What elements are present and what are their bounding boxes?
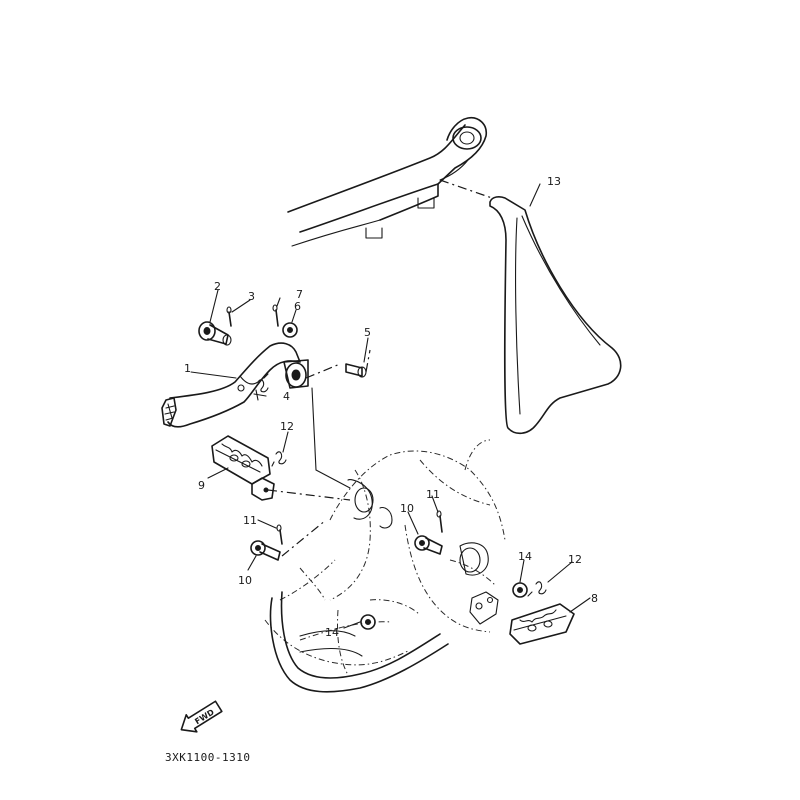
lower-frame-tube [269, 591, 449, 693]
footrest-right [509, 603, 575, 645]
callout-9: 9 [198, 479, 205, 492]
cotter-pin-7 [272, 304, 279, 327]
callout-11-right: 11 [426, 488, 440, 501]
cotter-pin-11-left [276, 524, 283, 545]
side-stand [439, 179, 622, 435]
callout-3: 3 [248, 290, 255, 303]
leader-lines [190, 183, 591, 629]
callout-4: 4 [283, 390, 290, 403]
cotter-pin-3 [226, 306, 232, 327]
callout-10-left: 10 [238, 574, 252, 587]
return-spring-4 [237, 373, 269, 401]
drawing-code: 3XK1100-1310 [165, 751, 251, 764]
spring-12-right [527, 581, 547, 597]
fwd-label: FWD [193, 707, 216, 726]
washer-14-right [512, 582, 528, 598]
callout-8: 8 [591, 592, 598, 605]
callout-12-left: 12 [280, 420, 294, 433]
callout-5: 5 [364, 326, 371, 339]
pivot-shaft [198, 321, 232, 346]
callout-14-left: 14 [325, 626, 339, 639]
brake-pedal [161, 342, 309, 428]
callout-labels: 1 2 3 4 5 6 7 8 9 10 10 11 11 12 12 13 1… [184, 175, 598, 639]
spring-12-left [271, 451, 287, 467]
callout-13: 13 [547, 175, 561, 188]
pin-5 [305, 349, 371, 379]
pedal-linkage [267, 387, 351, 501]
fwd-arrow-icon: FWD [180, 700, 223, 733]
washer-14-left [360, 614, 376, 630]
footrest-pin-right [414, 535, 443, 555]
callout-7: 7 [296, 288, 303, 301]
cotter-pin-11-right [436, 510, 443, 533]
callout-10-right: 10 [400, 502, 414, 515]
callout-2: 2 [214, 280, 221, 293]
callout-11-left: 11 [243, 514, 257, 527]
callout-1: 1 [184, 362, 191, 375]
washer-6 [282, 322, 298, 338]
frame-outline [264, 439, 506, 676]
footrest-left [211, 435, 275, 501]
footrest-pin-left [250, 519, 327, 561]
swingarm [287, 116, 488, 247]
callout-14-right: 14 [518, 550, 532, 563]
callout-6: 6 [294, 300, 301, 313]
callout-12-right: 12 [568, 553, 582, 566]
